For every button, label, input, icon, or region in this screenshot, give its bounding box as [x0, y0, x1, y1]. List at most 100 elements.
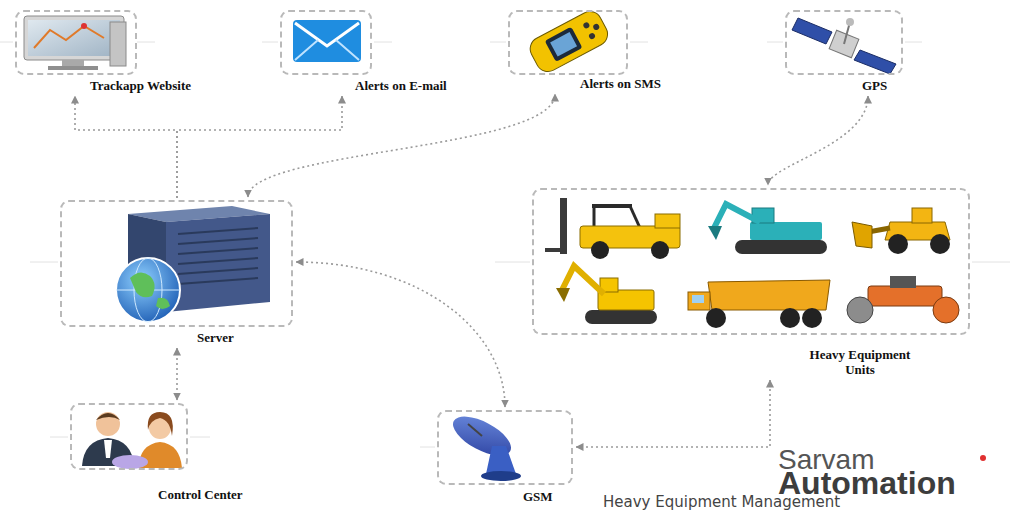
equipment-node: GSM	[437, 410, 573, 504]
dotted-connector	[176, 348, 178, 400]
phone-icon	[526, 7, 612, 75]
node-label: GSM	[523, 489, 553, 504]
excavator-icon-part	[735, 240, 827, 254]
dashed-frame	[280, 10, 372, 75]
phone-icon-part	[526, 7, 612, 75]
satellite-icon	[792, 18, 896, 74]
monitor-icon-part	[62, 60, 84, 66]
monitor-icon-part	[81, 23, 87, 29]
node-label: GPS	[862, 78, 887, 93]
phone-icon-part	[582, 21, 590, 29]
forklift-icon	[545, 198, 680, 259]
equipment-node: Alerts on E-mail	[280, 10, 447, 93]
dotted-connector	[177, 96, 342, 198]
dish-antenna-icon-part	[481, 471, 521, 481]
monitor-icon-part	[34, 26, 104, 48]
satellite-icon-part	[854, 50, 896, 74]
guide-tick-part	[137, 42, 155, 43]
node-label: Trackapp Website	[90, 78, 191, 93]
dotted-connector	[75, 96, 177, 198]
dump-truck-icon-part	[692, 295, 704, 303]
envelope-icon	[293, 20, 361, 62]
dashed-frame	[532, 188, 970, 335]
phone-icon-part	[545, 27, 583, 62]
dashed-frame	[15, 10, 137, 75]
envelope-icon-part	[295, 40, 359, 60]
excavator-icon	[708, 204, 827, 254]
guide-tick-part	[905, 42, 922, 43]
phone-icon-part	[588, 32, 596, 40]
satellite-icon-part	[846, 18, 854, 26]
envelope-icon-part	[295, 23, 359, 46]
guide-tick-part	[972, 262, 1010, 263]
road-roller-icon-part	[933, 297, 959, 323]
equipment-node: Control Center	[70, 403, 243, 502]
server-icon-part	[178, 248, 258, 254]
road-roller-icon-part	[890, 276, 916, 288]
node-label: Alerts on E-mail	[355, 78, 447, 93]
dump-truck-icon	[688, 280, 830, 328]
dump-truck-icon-part	[780, 308, 800, 328]
server-icon-part	[178, 278, 258, 284]
guide-tick-part	[0, 42, 13, 43]
guide-tick-part	[30, 262, 58, 263]
guide-tick-part	[190, 437, 210, 438]
guide-tick-part	[374, 42, 392, 43]
people-icon-part	[104, 440, 112, 458]
equipment-node: Heavy Equipment Units	[532, 188, 970, 377]
forklift-icon-part	[560, 198, 567, 254]
map-pin-mark-part	[980, 455, 986, 461]
loader-icon-part	[852, 222, 872, 248]
server-icon-part	[130, 272, 155, 297]
brand-tagline: Heavy Equipment Management	[603, 495, 840, 510]
excavator-icon-part	[714, 204, 760, 228]
monitor-icon-part	[28, 20, 120, 56]
server-icon-part	[178, 228, 258, 284]
envelope-icon-part	[293, 20, 361, 62]
guide-tick	[0, 42, 1010, 447]
dotted-connector	[248, 94, 555, 197]
excavator-icon-part	[750, 222, 822, 240]
server-icon-part	[178, 238, 258, 244]
forklift-icon-part	[592, 204, 632, 208]
people-icon-part	[148, 412, 173, 436]
dump-truck-icon-part	[708, 280, 830, 310]
dump-truck-icon-part	[802, 308, 822, 328]
monitor-icon-part	[24, 16, 124, 60]
guide-tick-part	[50, 437, 68, 438]
people-icon-part	[96, 412, 120, 436]
guide-tick-part	[767, 42, 783, 43]
equipment-node: Alerts on SMS	[508, 10, 661, 91]
dashed-frame	[508, 10, 628, 75]
dish-antenna-icon-part	[468, 424, 482, 436]
dashed-frame	[437, 410, 573, 485]
server-icon-part	[166, 214, 270, 312]
phone-icon-part	[550, 32, 577, 56]
dish-antenna-icon-part	[486, 446, 516, 474]
node-label: Alerts on SMS	[580, 76, 661, 91]
guide-tick-part	[630, 42, 648, 43]
forklift-icon-part	[655, 214, 680, 228]
server-icon	[116, 206, 270, 322]
forklift-icon-part	[591, 241, 609, 259]
loader-icon-part	[912, 208, 932, 223]
dish-antenna-icon	[447, 409, 521, 481]
forklift-icon-part	[630, 206, 640, 228]
excavator-icon-part	[556, 288, 570, 302]
server-icon-part	[156, 298, 170, 309]
excavator-icon-part	[708, 226, 722, 240]
monitor-icon-part	[48, 66, 98, 70]
dotted-connector	[296, 262, 505, 407]
satellite-icon-part	[792, 18, 832, 44]
dashed-frame	[70, 403, 188, 470]
dotted-connector	[768, 96, 868, 185]
dump-truck-icon-part	[688, 292, 710, 310]
node-label: Server	[197, 330, 234, 345]
forklift-icon-part	[593, 206, 596, 228]
node-label: Control Center	[158, 487, 243, 502]
excavator-icon	[556, 266, 657, 324]
dotted-connector	[576, 380, 770, 447]
monitor-icon	[24, 16, 126, 70]
server-icon-part	[116, 258, 180, 322]
people-icon-part	[112, 455, 148, 469]
